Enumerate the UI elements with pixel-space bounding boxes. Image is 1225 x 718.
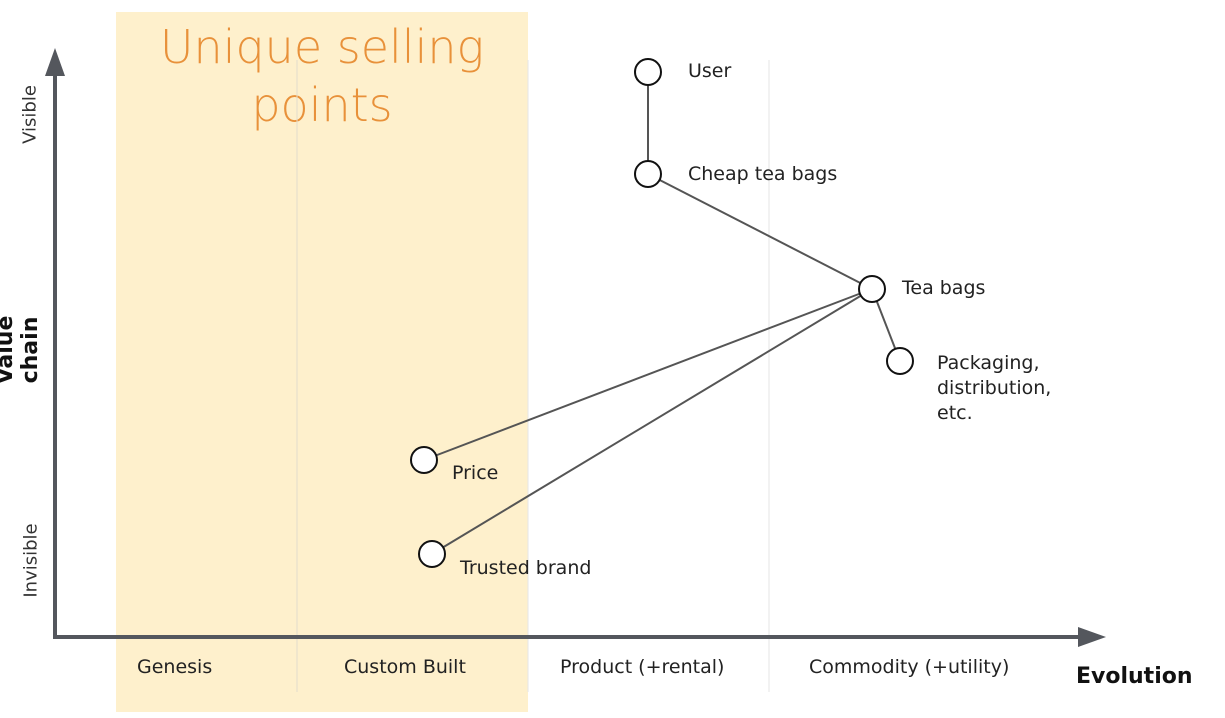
component-label-cheap-tea-bags: Cheap tea bags bbox=[688, 163, 838, 185]
component-node-trusted-brand[interactable] bbox=[418, 540, 446, 568]
usp-highlight-band bbox=[116, 12, 528, 712]
link-cheap-tea-bags-tea-bags bbox=[647, 173, 873, 290]
y-axis-visible-label: Visible bbox=[19, 85, 41, 144]
stage-label-genesis: Genesis bbox=[137, 656, 213, 678]
component-label-user: User bbox=[688, 60, 732, 82]
component-node-tea-bags[interactable] bbox=[858, 275, 886, 303]
x-axis-arrow-icon bbox=[1078, 627, 1106, 647]
stage-label-custom-built: Custom Built bbox=[344, 656, 466, 678]
stage-label-commodity: Commodity (+utility) bbox=[809, 656, 1010, 678]
usp-highlight-label: Unique selling points bbox=[159, 20, 485, 132]
component-label-packaging: Packaging, distribution, etc. bbox=[937, 352, 1052, 424]
y-axis-invisible-label: Invisible bbox=[20, 523, 42, 598]
component-label-trusted-brand: Trusted brand bbox=[460, 557, 592, 579]
component-node-cheap-tea-bags[interactable] bbox=[634, 160, 662, 188]
stage-label-product: Product (+rental) bbox=[560, 656, 725, 678]
component-node-user[interactable] bbox=[634, 58, 662, 86]
component-node-packaging[interactable] bbox=[886, 347, 914, 375]
component-node-price[interactable] bbox=[410, 446, 438, 474]
x-axis-title: Evolution bbox=[1076, 664, 1193, 689]
y-axis-arrow-icon bbox=[45, 48, 65, 76]
link-tea-bags-trusted-brand bbox=[431, 288, 873, 555]
component-label-price: Price bbox=[452, 462, 499, 484]
component-label-tea-bags: Tea bags bbox=[902, 277, 986, 299]
link-tea-bags-price bbox=[423, 288, 873, 461]
y-axis-title: Value chain bbox=[0, 315, 43, 385]
